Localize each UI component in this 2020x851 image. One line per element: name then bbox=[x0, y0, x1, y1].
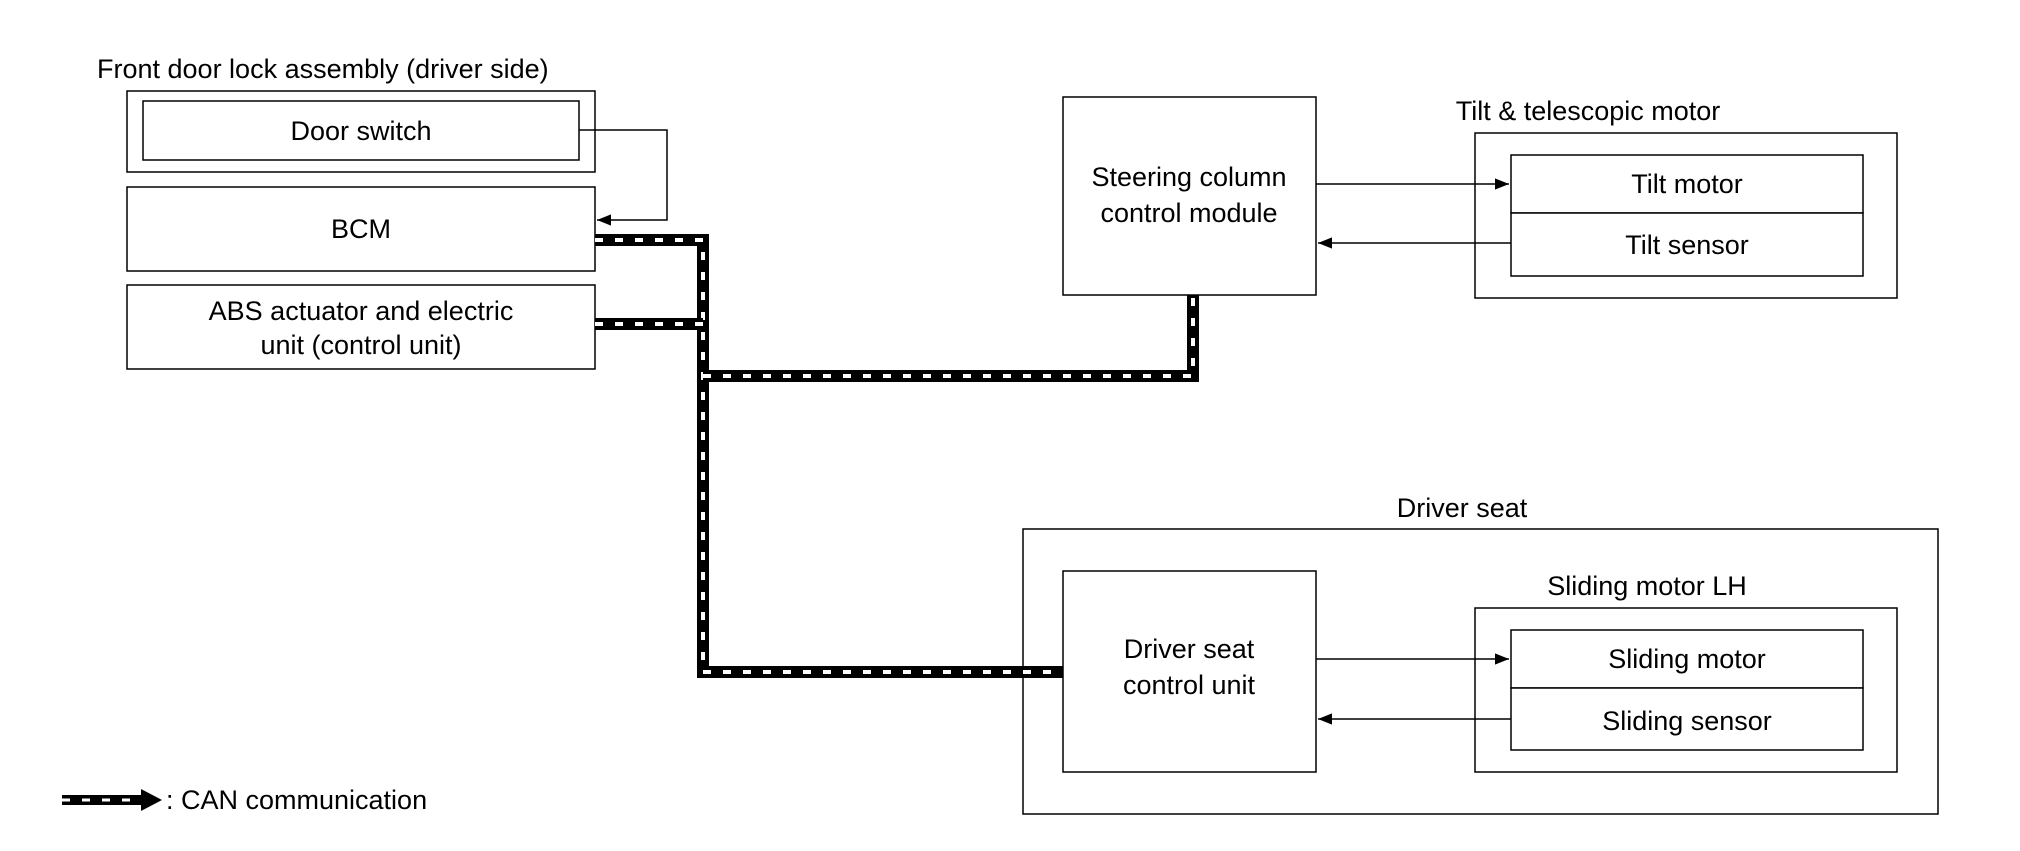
can-legend-symbol bbox=[62, 789, 162, 811]
abs-actuator-label-line2: unit (control unit) bbox=[260, 330, 461, 360]
door-switch-label: Door switch bbox=[290, 116, 431, 146]
steering-column-control-module-box bbox=[1062, 96, 1317, 296]
door-switch-to-bcm-wire bbox=[579, 129, 668, 226]
driver-seat-control-unit-label-line1: Driver seat bbox=[1124, 634, 1255, 664]
tilt-motor-label: Tilt motor bbox=[1631, 169, 1743, 199]
tilt-motor-box bbox=[1510, 154, 1864, 214]
front-door-lock-assembly-label: Front door lock assembly (driver side) bbox=[97, 54, 549, 84]
door-switch-box bbox=[142, 100, 580, 161]
bcm-box bbox=[126, 186, 596, 272]
abs-actuator-box bbox=[126, 284, 596, 370]
steering-column-label-line1: Steering column bbox=[1091, 162, 1286, 192]
can-bus bbox=[595, 234, 1199, 678]
steering-column-label-line2: control module bbox=[1100, 198, 1277, 228]
tilt-sensor-label: Tilt sensor bbox=[1625, 230, 1749, 260]
bcm-label: BCM bbox=[331, 214, 391, 244]
sliding-motor-label: Sliding motor bbox=[1608, 644, 1766, 674]
abs-actuator-label-line1: ABS actuator and electric bbox=[209, 296, 514, 326]
tilt-sensor-box bbox=[1510, 212, 1864, 277]
can-legend-label: : CAN communication bbox=[166, 785, 427, 815]
tilt-telescopic-motor-label: Tilt & telescopic motor bbox=[1456, 96, 1721, 126]
sliding-sensor-label: Sliding sensor bbox=[1602, 706, 1772, 736]
driver-seat-control-unit-label-line2: control unit bbox=[1123, 670, 1256, 700]
driver-seat-group-label: Driver seat bbox=[1397, 493, 1528, 523]
sliding-sensor-box bbox=[1510, 687, 1864, 751]
sliding-motor-lh-label: Sliding motor LH bbox=[1547, 571, 1747, 601]
